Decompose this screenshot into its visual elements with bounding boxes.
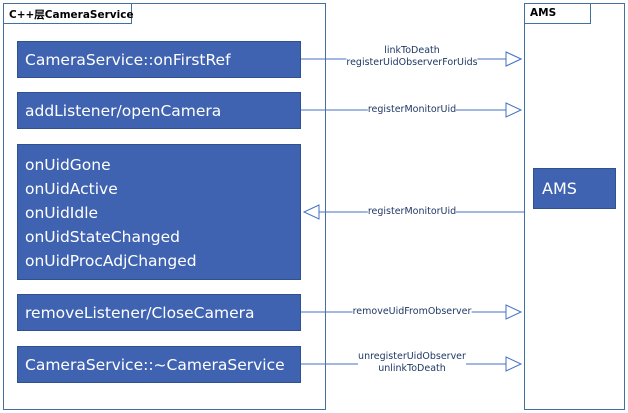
ams-frame-title: AMS — [530, 7, 557, 19]
cameraservice-frame-title: C++层CameraService — [9, 9, 134, 21]
message-remove-uid-from-observer: removeUidFromObserver — [352, 306, 472, 318]
cameraservice-frame-tab: C++层CameraService — [4, 4, 134, 24]
ams-frame-tab: AMS — [525, 4, 591, 24]
message-unlink-to-death: unlinkToDeath — [378, 363, 446, 374]
ams-box: AMS — [533, 168, 616, 209]
message-link-to-death: linkToDeath registerUidObserverForUids — [346, 45, 478, 69]
ams-box-label: AMS — [542, 179, 577, 198]
box-remove-listener-label: removeListener/CloseCamera — [25, 303, 255, 322]
callback-on-uid-proc-adj-changed: onUidProcAdjChanged — [25, 252, 197, 270]
box-on-first-ref: CameraService::onFirstRef — [17, 41, 301, 78]
message-link-to-death-line1: linkToDeath — [384, 45, 440, 56]
box-destructor: CameraService::~CameraService — [17, 346, 301, 383]
message-register-monitor-uid-1: registerMonitorUid — [367, 104, 457, 116]
message-register-monitor-uid-2: registerMonitorUid — [367, 206, 457, 218]
message-unregister-uid-observer: unregisterUidObserver unlinkToDeath — [358, 351, 466, 375]
message-register-uid-observer-for-uids: registerUidObserverForUids — [346, 57, 478, 68]
box-on-first-ref-label: CameraService::onFirstRef — [25, 50, 231, 69]
callback-on-uid-idle: onUidIdle — [25, 204, 99, 222]
box-destructor-label: CameraService::~CameraService — [25, 355, 285, 374]
box-uid-callbacks: onUidGone onUidActive onUidIdle onUidSta… — [17, 144, 301, 280]
box-add-listener: addListener/openCamera — [17, 92, 301, 129]
callback-on-uid-state-changed: onUidStateChanged — [25, 228, 181, 246]
message-unregister-uid-observer-line1: unregisterUidObserver — [358, 351, 466, 362]
callback-on-uid-gone: onUidGone — [25, 156, 111, 174]
callback-on-uid-active: onUidActive — [25, 180, 118, 198]
box-add-listener-label: addListener/openCamera — [25, 101, 222, 120]
box-remove-listener: removeListener/CloseCamera — [17, 294, 301, 331]
